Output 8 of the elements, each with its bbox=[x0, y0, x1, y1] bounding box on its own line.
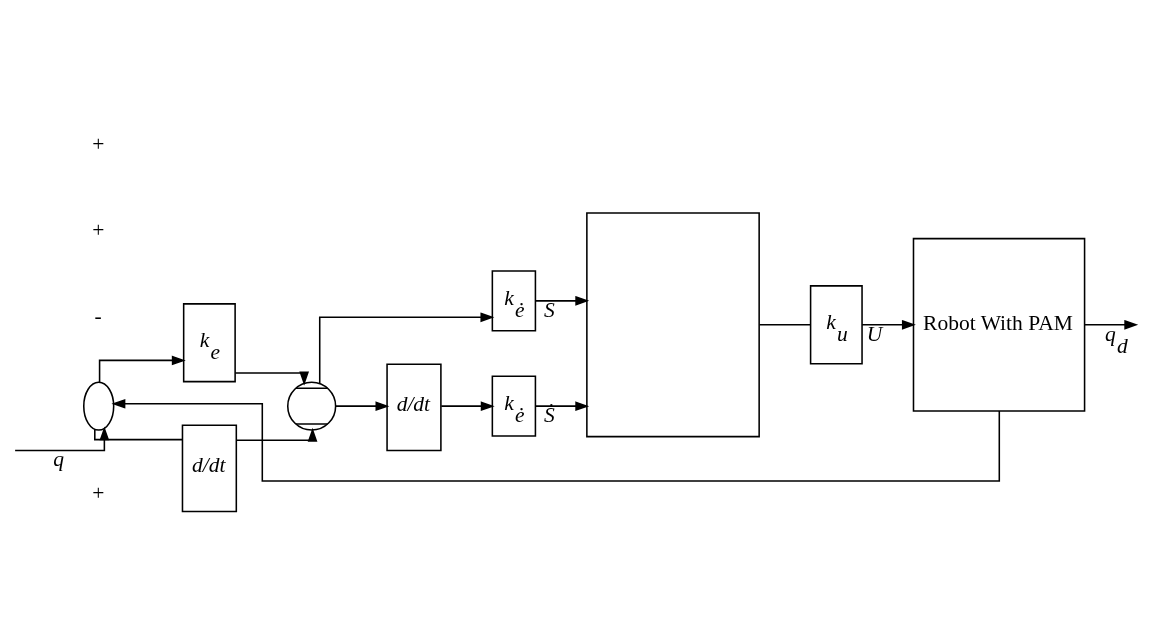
label: - bbox=[94, 303, 102, 328]
label: + bbox=[92, 131, 105, 156]
edge-label: S bbox=[543, 297, 555, 322]
edge-label: q bbox=[53, 447, 64, 472]
edge-label: Ṡ bbox=[543, 403, 555, 428]
label: + bbox=[92, 217, 105, 242]
label: + bbox=[92, 480, 105, 505]
edge-label: U bbox=[866, 321, 883, 346]
